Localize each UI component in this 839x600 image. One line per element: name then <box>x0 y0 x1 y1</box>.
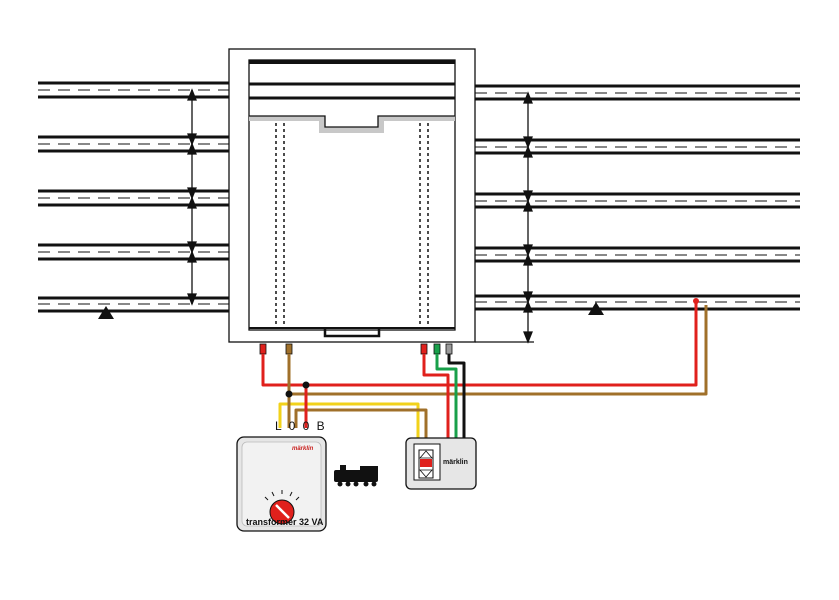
unit-connectors <box>260 344 452 354</box>
control-brand: märklin <box>443 459 468 466</box>
track-left-5 <box>38 298 250 311</box>
transformer-brand: märklin <box>292 446 314 452</box>
track-right-5 <box>455 296 800 309</box>
track-left-4 <box>38 245 250 259</box>
track-right-1 <box>455 86 800 99</box>
track-left-2 <box>38 137 250 151</box>
junction-dot-red <box>303 382 310 389</box>
transformer-label: transformer 32 VA <box>246 517 324 527</box>
left-tracks <box>38 83 250 319</box>
control-unit: märklin <box>406 438 476 489</box>
spacing-arrows-left <box>188 90 196 304</box>
locomotive-icon <box>334 465 378 487</box>
track-right-2 <box>455 140 800 153</box>
track-left-3 <box>38 191 250 205</box>
junction-dot-brown <box>286 391 293 398</box>
feed-dot-red <box>693 298 699 304</box>
control-switch[interactable] <box>419 450 433 478</box>
track-right-3 <box>455 194 800 207</box>
transformer: L 0 0 B märklin transformer 32 VA <box>237 419 327 531</box>
turntable-unit <box>229 49 475 342</box>
right-tracks <box>455 86 800 315</box>
spacing-arrows-right <box>475 93 534 342</box>
transformer-terminals: L 0 0 B <box>275 419 327 433</box>
track-right-4 <box>455 248 800 261</box>
track-left-1 <box>38 83 250 97</box>
